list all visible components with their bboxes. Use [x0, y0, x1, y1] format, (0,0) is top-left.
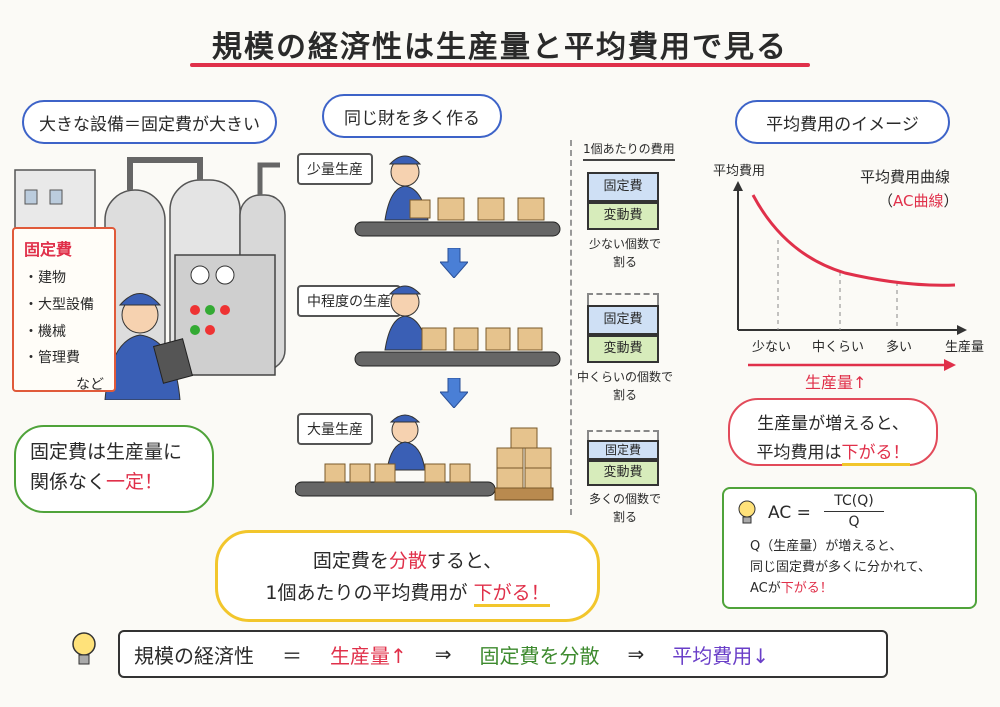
note-emphasis: 下がる！ [841, 442, 910, 466]
cost-note-line: 割る [612, 510, 637, 524]
fixed-cost-block: 固定費 [587, 440, 659, 460]
lightbulb-icon [738, 500, 756, 524]
divider [570, 140, 572, 515]
factory-illustration [14, 157, 286, 400]
summary-average-down: 平均費用↓ [672, 643, 770, 668]
note-text: 関係なく [30, 471, 107, 494]
cost-note: 少ない個数で 割る [580, 235, 670, 271]
fixed-cost-block: 固定費 [587, 172, 659, 202]
summary-arrow: ⇒ [434, 642, 452, 666]
fixed-cost-item: ・機械 [24, 323, 66, 340]
lightbulb-icon [72, 632, 96, 665]
summary-arrow: ⇒ [627, 642, 645, 666]
formula-numerator: TC(Q) [834, 493, 874, 509]
x-axis-arrow [957, 325, 967, 335]
title-underline [190, 63, 810, 67]
note-line: 生産量が増えると、 [757, 414, 909, 434]
formula-line: ACが [750, 580, 781, 596]
fixed-cost-tail: など [76, 376, 104, 393]
stage-label-large: 大量生産 [297, 413, 373, 445]
note-emphasis: 下がる！ [473, 582, 550, 608]
note-text: 平均費用は [756, 442, 842, 463]
fraction-bar [824, 511, 884, 512]
medium-production-illustration [354, 285, 561, 367]
variable-cost-block: 変動費 [587, 460, 659, 486]
fixed-cost-item: ・大型設備 [24, 296, 94, 313]
summary-fixed-spread: 固定費を分散 [479, 643, 600, 668]
right-arrow-icon [748, 359, 956, 371]
production-up-label: 生産量↑ [805, 373, 867, 392]
formula-lhs: AC = [768, 503, 811, 523]
summary-term: 規模の経済性 [134, 643, 254, 668]
cost-note: 中くらいの個数で 割る [570, 368, 680, 404]
x-tick-label: 中くらい [812, 340, 865, 355]
fixed-cost-item: ・管理費 [24, 350, 80, 367]
cost-note-line: 少ない個数で [588, 237, 661, 251]
note-emphasis: 分散 [388, 550, 427, 572]
same-goods-bubble: 同じ財を多く作る [322, 94, 502, 138]
note-emphasis: 一定！ [106, 471, 164, 494]
note-text: すると、 [426, 550, 503, 572]
formula-box: AC = TC(Q) Q Q（生産量）が増えると、 同じ固定費が多くに分かれて、… [722, 487, 977, 609]
cost-note-line: 多くの個数で [588, 492, 661, 506]
cost-note: 多くの個数で 割る [575, 490, 675, 526]
y-axis-label: 平均費用 [713, 164, 766, 179]
summary-bar: 規模の経済性 ＝ 生産量↑ ⇒ 固定費を分散 ⇒ 平均費用↓ [118, 630, 888, 678]
average-cost-chart [733, 181, 967, 335]
reduced-fixed-outline [587, 293, 659, 305]
large-production-illustration [295, 414, 554, 501]
ac-curve-label: AC曲線 [893, 192, 944, 210]
paren: ） [943, 192, 959, 210]
x-tick-label: 多い [886, 340, 913, 355]
note-text: 固定費を [312, 550, 389, 572]
formula-line: Q（生産量）が増えると、 [750, 539, 903, 554]
fixed-cost-panel: 固定費 ・建物 ・大型設備 ・機械 ・管理費 など [12, 227, 116, 393]
paren: （ [878, 192, 894, 210]
note-text: 1個あたりの平均費用が [265, 582, 468, 605]
ac-curve [751, 194, 956, 287]
stage-label-small: 少量生産 [297, 153, 373, 185]
fixed-cost-item: ・建物 [24, 270, 66, 287]
down-arrow-icon [440, 248, 468, 278]
down-arrow-icon [440, 378, 468, 408]
formula-explanation: Q（生産量）が増えると、 同じ固定費が多くに分かれて、 ACが下がる！ [750, 537, 931, 599]
cost-per-unit-title: 1個あたりの費用 [583, 140, 675, 161]
x-tick-label: 少ない [752, 340, 792, 355]
fixed-cost-constant-note: 固定費は生産量に 関係なく一定！ [14, 425, 214, 513]
formula-denominator: Q [848, 514, 860, 530]
fixed-cost-spread-note: 固定費を分散すると、 1個あたりの平均費用が 下がる！ [215, 530, 600, 622]
cost-note-line: 割る [612, 388, 637, 402]
formula-line: 同じ固定費が多くに分かれて、 [750, 559, 931, 575]
variable-cost-block: 変動費 [587, 202, 659, 230]
summary-equals: ＝ [282, 643, 302, 668]
variable-cost-block: 変動費 [587, 335, 659, 363]
curve-label: 平均費用曲線 [860, 168, 951, 186]
small-production-illustration [354, 155, 561, 237]
average-cost-image-bubble: 平均費用のイメージ [735, 100, 950, 144]
y-axis-arrow [733, 181, 743, 191]
curve-label-sub: （AC曲線） [878, 190, 959, 211]
note-line: 固定費は生産量に [30, 441, 183, 463]
stage-label-medium: 中程度の生産 [297, 285, 401, 317]
summary-production-up: 生産量↑ [330, 643, 407, 668]
large-equipment-bubble: 大きな設備＝固定費が大きい [22, 100, 277, 144]
x-axis-label: 生産量 [945, 340, 985, 355]
cost-note-line: 中くらいの個数で [576, 370, 673, 384]
formula-emphasis: 下がる！ [780, 580, 833, 596]
fixed-cost-heading: 固定費 [24, 240, 73, 259]
fixed-cost-block: 固定費 [587, 305, 659, 335]
cost-note-line: 割る [612, 255, 637, 269]
reduced-fixed-outline [587, 430, 659, 440]
average-cost-falls-note: 生産量が増えると、 平均費用は下がる！ [728, 398, 938, 466]
page-title: 規模の経済性は生産量と平均費用で見る [212, 30, 788, 65]
